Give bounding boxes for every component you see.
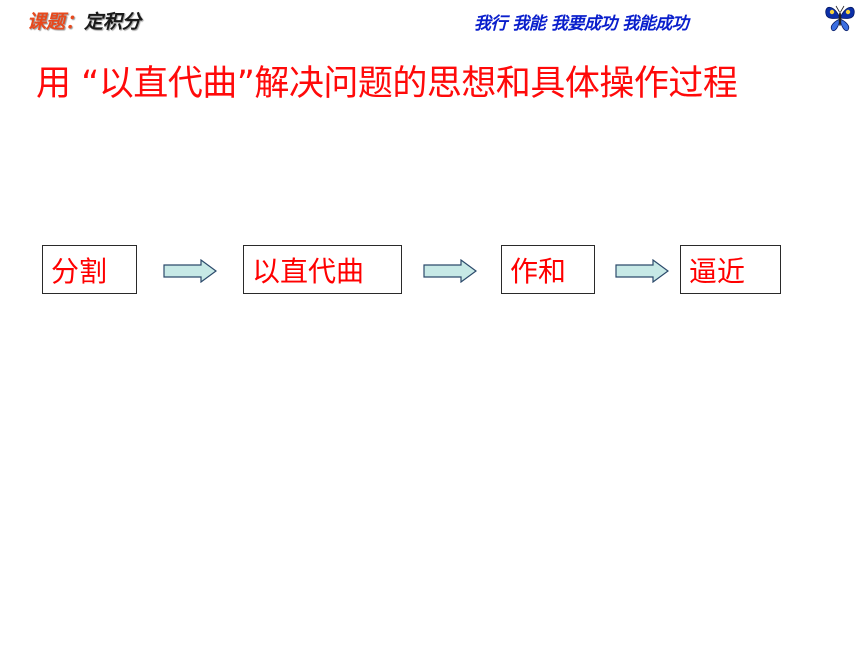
step-box-approach: 逼近	[680, 245, 781, 294]
slogan: 我行 我能 我要成功 我能成功	[474, 14, 689, 34]
right-arrow-icon	[163, 259, 217, 283]
step-label: 逼近	[689, 255, 746, 288]
topic-value: 定积分	[84, 11, 142, 33]
step-box-sum: 作和	[501, 245, 595, 294]
topic-separator: ：	[65, 11, 85, 33]
step-label: 分割	[51, 255, 108, 288]
topic-header: 课题：定积分	[27, 7, 141, 34]
step-box-split: 分割	[42, 245, 137, 294]
topic-label: 课题	[27, 11, 66, 33]
step-label: 作和	[510, 255, 567, 288]
butterfly-icon	[823, 2, 857, 34]
step-box-straight-for-curve: 以直代曲	[243, 245, 402, 294]
page-title: 用 “以直代曲”解决问题的思想和具体操作过程	[36, 64, 738, 104]
right-arrow-icon	[423, 259, 477, 283]
step-label: 以直代曲	[252, 255, 365, 288]
right-arrow-icon	[615, 259, 669, 283]
